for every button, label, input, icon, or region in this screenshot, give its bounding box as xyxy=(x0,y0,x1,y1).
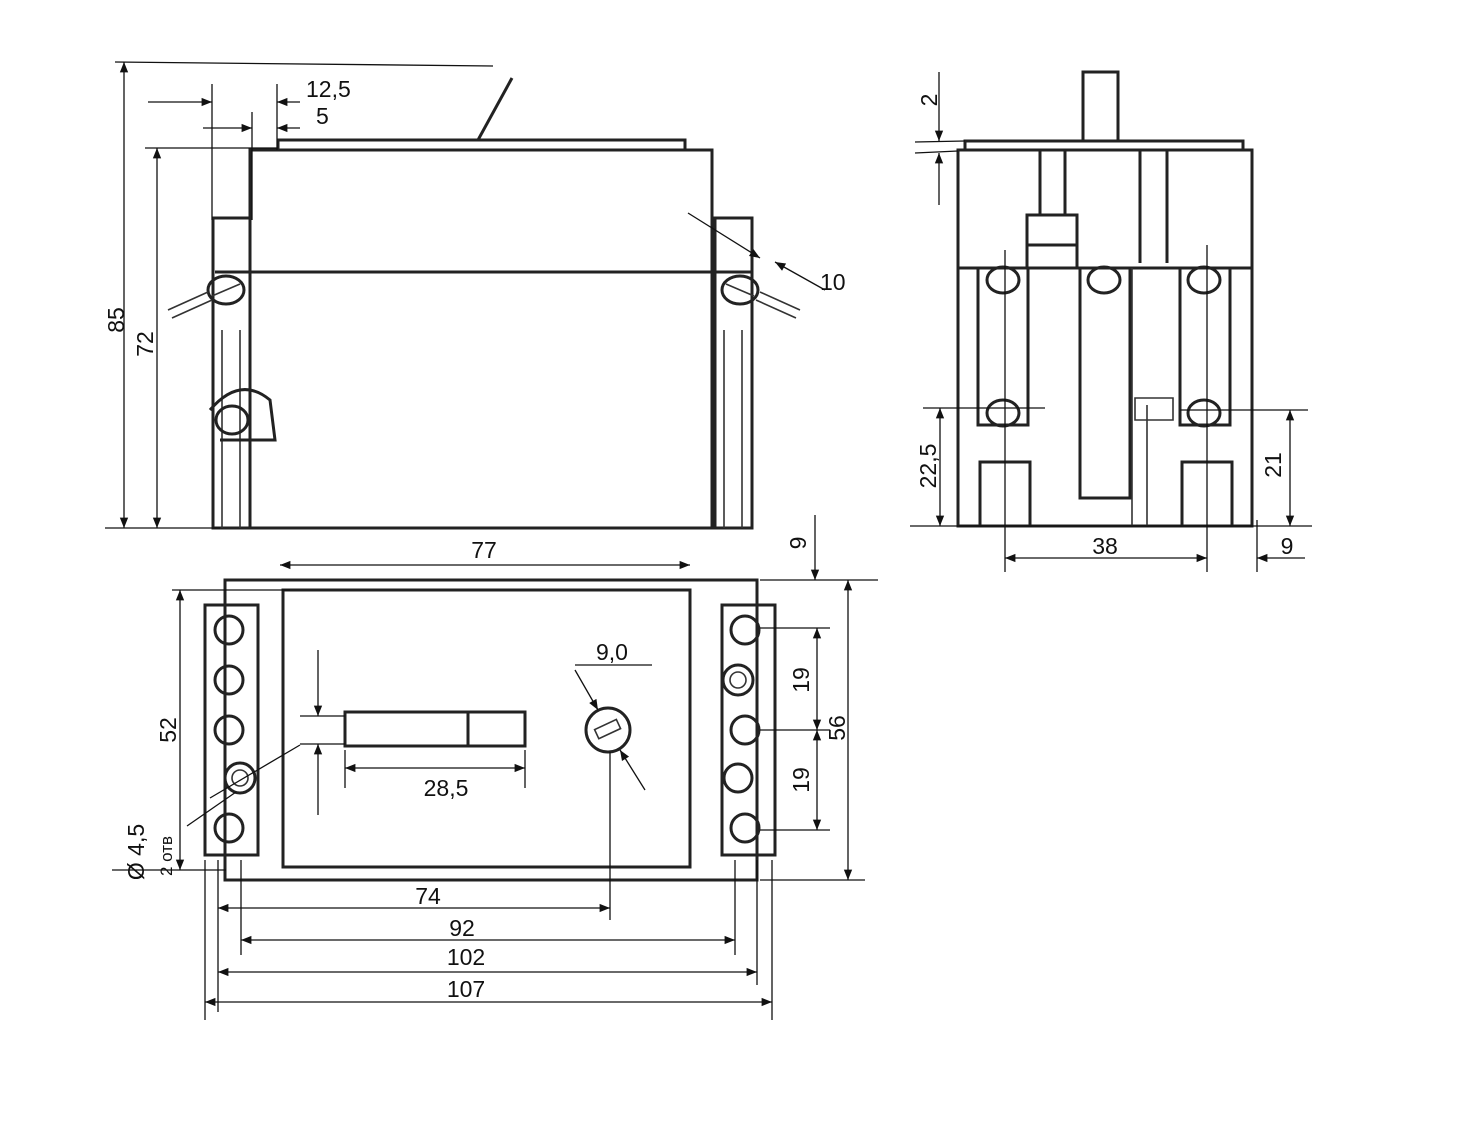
top-body xyxy=(223,578,759,882)
dim-9-side: 9 xyxy=(1281,533,1294,559)
side-view: 2 22,5 21 38 9 xyxy=(910,70,1312,572)
dim-38: 38 xyxy=(1092,533,1118,559)
dim-5: 5 xyxy=(316,103,329,129)
dim-12-5: 12,5 xyxy=(306,76,351,102)
right-terminal-strip xyxy=(713,216,754,530)
dim-52: 52 xyxy=(155,717,181,743)
lever-slot xyxy=(343,710,527,748)
dim-22-5: 22,5 xyxy=(915,444,941,489)
dim-92: 92 xyxy=(449,915,475,941)
dim-102: 102 xyxy=(447,944,485,970)
knob xyxy=(584,706,632,754)
left-terminal-strip xyxy=(211,216,252,530)
top-view: 77 9 9,0 52 56 19 19 28,5 Ø 4,5 2 отв 74… xyxy=(112,515,878,1020)
dim-56: 56 xyxy=(824,715,850,741)
dim-2: 2 xyxy=(916,94,942,107)
dim-19-upper: 19 xyxy=(788,667,814,693)
dim-77: 77 xyxy=(471,537,497,563)
dim-9-top: 9 xyxy=(785,537,811,550)
dim-28-5: 28,5 xyxy=(424,775,469,801)
dim-21: 21 xyxy=(1260,452,1286,478)
terminal-screw-icon xyxy=(985,265,1222,428)
dim-107: 107 xyxy=(447,976,485,1002)
dim-10: 10 xyxy=(820,269,846,295)
dim-74: 74 xyxy=(415,883,441,909)
shaft xyxy=(1081,70,1120,143)
dim-9-0: 9,0 xyxy=(596,639,628,665)
left-terminal-block xyxy=(203,603,260,857)
dim-hole-count: 2 отв xyxy=(157,836,176,876)
front-view: 12,5 5 10 85 72 xyxy=(103,61,846,530)
body xyxy=(248,148,714,530)
side-body xyxy=(956,148,1254,528)
dim-72: 72 xyxy=(132,331,158,357)
dim-19-lower: 19 xyxy=(788,767,814,793)
cover xyxy=(281,588,692,869)
dim-85: 85 xyxy=(103,307,129,333)
lever xyxy=(476,77,514,141)
dim-hole-diameter: Ø 4,5 xyxy=(123,824,149,880)
terminal-screw-icon xyxy=(167,274,801,442)
